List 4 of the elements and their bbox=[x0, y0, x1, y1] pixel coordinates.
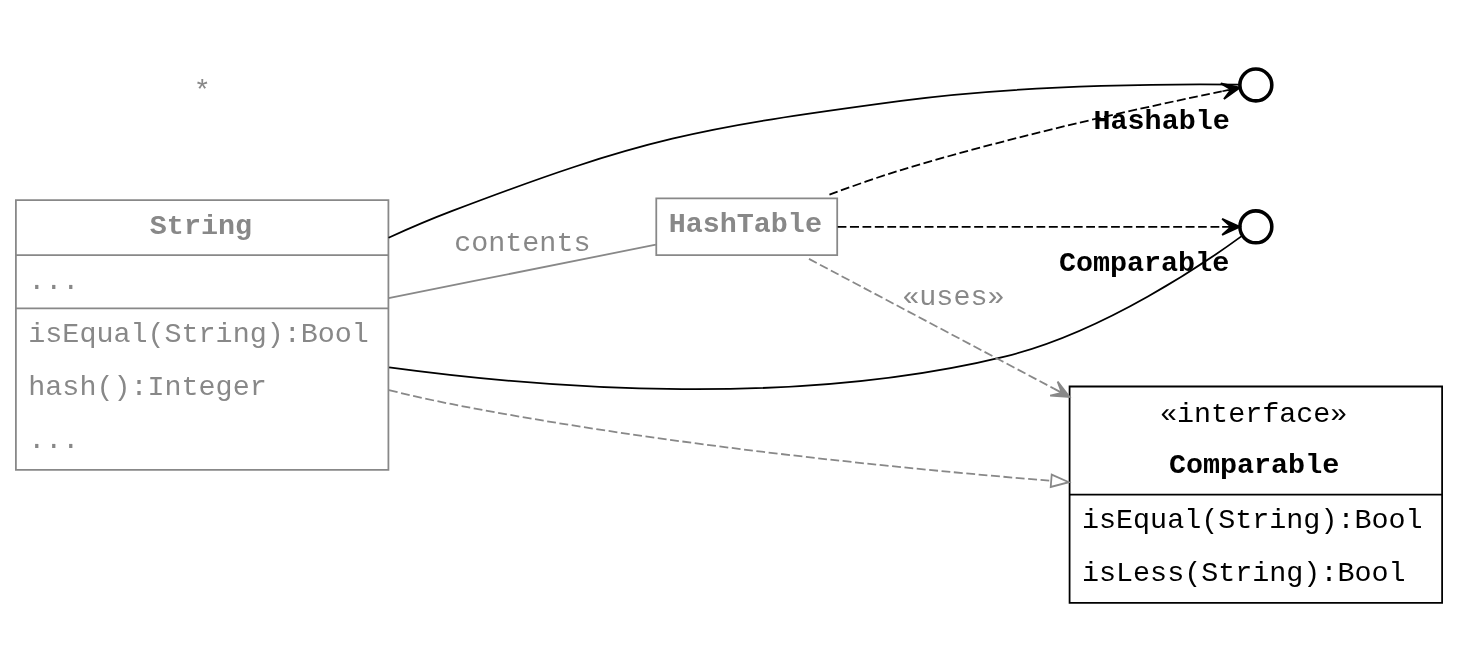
edge-label: «uses» bbox=[902, 280, 1005, 314]
label: * bbox=[193, 74, 211, 108]
node-label: Hashable bbox=[1093, 104, 1230, 138]
edge-label: contents bbox=[454, 226, 591, 260]
